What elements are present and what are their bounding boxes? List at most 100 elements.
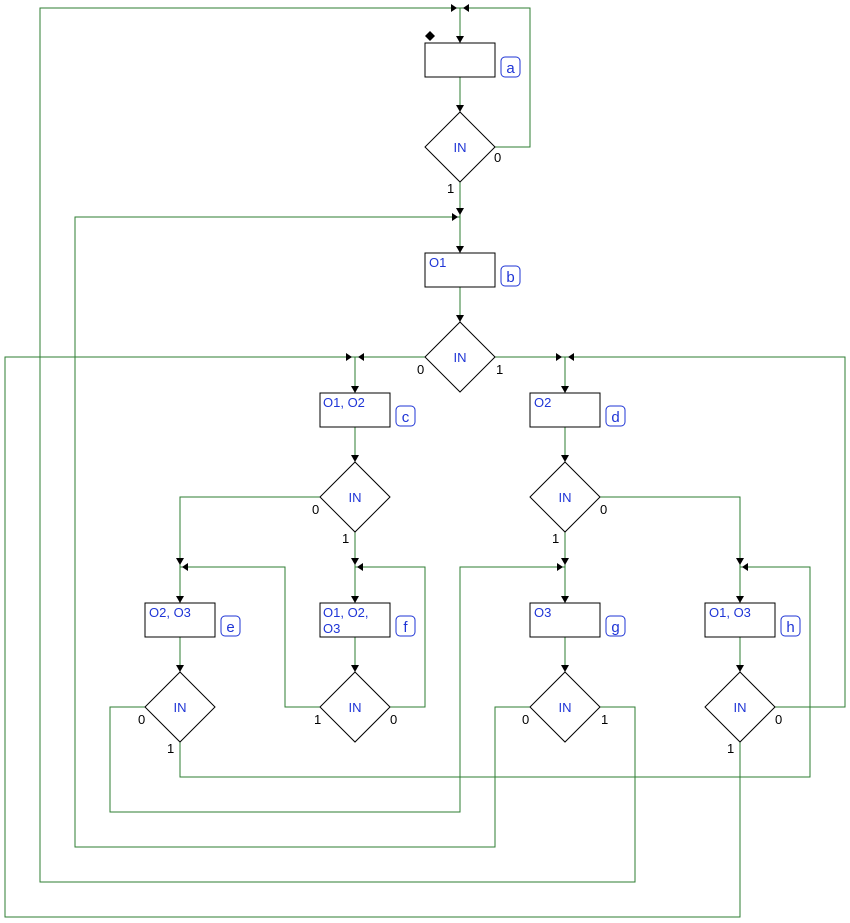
- state-label: b: [506, 269, 514, 286]
- state-box[interactable]: [319, 392, 391, 428]
- state-a[interactable]: a: [424, 42, 521, 78]
- decision-h[interactable]: IN 0 1: [704, 671, 782, 756]
- branch-label-0: 0: [494, 150, 501, 165]
- wire-db-1-d: [495, 356, 566, 393]
- state-d[interactable]: O2 d: [529, 392, 626, 428]
- state-f[interactable]: O1, O2, O3 f: [319, 602, 416, 638]
- arrow-down-icon: [456, 36, 464, 43]
- wire-df-0-f: [355, 566, 426, 708]
- state-label: c: [402, 409, 410, 426]
- decision-input-label: IN: [174, 700, 187, 715]
- arrow-down-icon: [351, 558, 359, 565]
- state-output: O2, O3: [149, 605, 191, 620]
- state-box[interactable]: [319, 602, 391, 638]
- branch-label-0: 0: [522, 712, 529, 727]
- decision-diamond[interactable]: [529, 671, 601, 743]
- connections: [4, 7, 846, 918]
- state-label-badge: [605, 615, 626, 637]
- state-c[interactable]: O1, O2 c: [319, 392, 416, 428]
- arrow-down-icon: [561, 596, 569, 603]
- arrow-right-icon: [346, 353, 352, 361]
- wire-de-0-g: [109, 566, 565, 813]
- state-label-badge: [395, 615, 416, 637]
- branch-label-0: 0: [775, 712, 782, 727]
- state-label: f: [403, 619, 408, 636]
- decision-e[interactable]: IN 0 1: [138, 671, 216, 756]
- branch-label-1: 1: [447, 181, 454, 196]
- decision-input-label: IN: [454, 140, 467, 155]
- arrow-down-icon: [561, 386, 569, 393]
- branch-label-1: 1: [727, 741, 734, 756]
- state-e[interactable]: O2, O3 e: [144, 602, 241, 638]
- arrow-down-icon: [561, 558, 569, 565]
- decision-diamond[interactable]: [424, 111, 496, 183]
- state-output: O1, O2,: [323, 605, 369, 620]
- state-output: O1, O2: [323, 395, 365, 410]
- state-label-badge: [395, 405, 416, 427]
- arrow-left-icon: [742, 563, 748, 571]
- state-g[interactable]: O3 g: [529, 602, 626, 638]
- initial-state-marker-icon: [425, 31, 435, 41]
- state-h[interactable]: O1, O3 h: [704, 602, 801, 638]
- state-box[interactable]: [144, 602, 216, 638]
- arrow-down-icon: [351, 665, 359, 672]
- decision-a[interactable]: IN 0 1: [424, 111, 501, 196]
- state-label-badge: [220, 615, 241, 637]
- decision-diamond[interactable]: [144, 671, 216, 743]
- decision-diamond[interactable]: [424, 321, 496, 393]
- arrow-down-icon: [561, 455, 569, 462]
- decision-diamond[interactable]: [704, 671, 776, 743]
- arrow-down-icon: [736, 558, 744, 565]
- decision-diamond[interactable]: [529, 461, 601, 533]
- state-box[interactable]: [529, 602, 601, 638]
- decision-c[interactable]: IN 0 1: [312, 461, 391, 546]
- wire-db-0-c: [354, 356, 425, 393]
- branch-label-0: 0: [600, 502, 607, 517]
- arrow-down-icon: [736, 596, 744, 603]
- state-label: d: [611, 409, 619, 426]
- state-box[interactable]: [424, 252, 496, 288]
- wire-dd-0-h: [600, 496, 741, 603]
- arrow-down-icon: [351, 455, 359, 462]
- state-box[interactable]: [704, 602, 776, 638]
- state-box[interactable]: [424, 42, 496, 78]
- branch-label-1: 1: [601, 712, 608, 727]
- arrow-down-icon: [561, 665, 569, 672]
- arrow-left-icon: [463, 4, 469, 12]
- state-output: O3: [323, 621, 340, 636]
- branch-label-0: 0: [138, 712, 145, 727]
- wire-dc-0-e: [179, 496, 320, 603]
- arrow-down-icon: [456, 105, 464, 112]
- state-b[interactable]: O1 b: [424, 252, 521, 288]
- arrow-down-icon: [351, 596, 359, 603]
- branch-label-0: 0: [417, 362, 424, 377]
- wire-de-1-h: [179, 566, 811, 778]
- state-box[interactable]: [529, 392, 601, 428]
- branch-label-1: 1: [496, 362, 503, 377]
- wire-da-0-loop: [460, 7, 531, 148]
- branch-label-1: 1: [342, 531, 349, 546]
- state-label: g: [611, 619, 619, 636]
- state-label-badge: [780, 615, 801, 637]
- decision-input-label: IN: [559, 490, 572, 505]
- state-output: O3: [534, 605, 551, 620]
- decision-diamond[interactable]: [319, 671, 391, 743]
- state-output: O1: [429, 255, 446, 270]
- decision-d[interactable]: IN 0 1: [529, 461, 607, 546]
- decision-input-label: IN: [454, 350, 467, 365]
- decision-b[interactable]: IN 0 1: [417, 321, 503, 393]
- arrow-right-icon: [452, 213, 458, 221]
- decision-g[interactable]: IN 0 1: [522, 671, 608, 743]
- arrow-left-icon: [568, 353, 574, 361]
- state-output: O2: [534, 395, 551, 410]
- decision-input-label: IN: [349, 490, 362, 505]
- branch-label-0: 0: [390, 712, 397, 727]
- state-label: a: [506, 60, 515, 77]
- decision-f[interactable]: IN 1 0: [314, 671, 397, 743]
- decision-diamond[interactable]: [319, 461, 391, 533]
- arrow-right-icon: [556, 353, 562, 361]
- arrow-right-icon: [557, 563, 563, 571]
- state-label: h: [786, 619, 794, 636]
- arrow-left-icon: [182, 563, 188, 571]
